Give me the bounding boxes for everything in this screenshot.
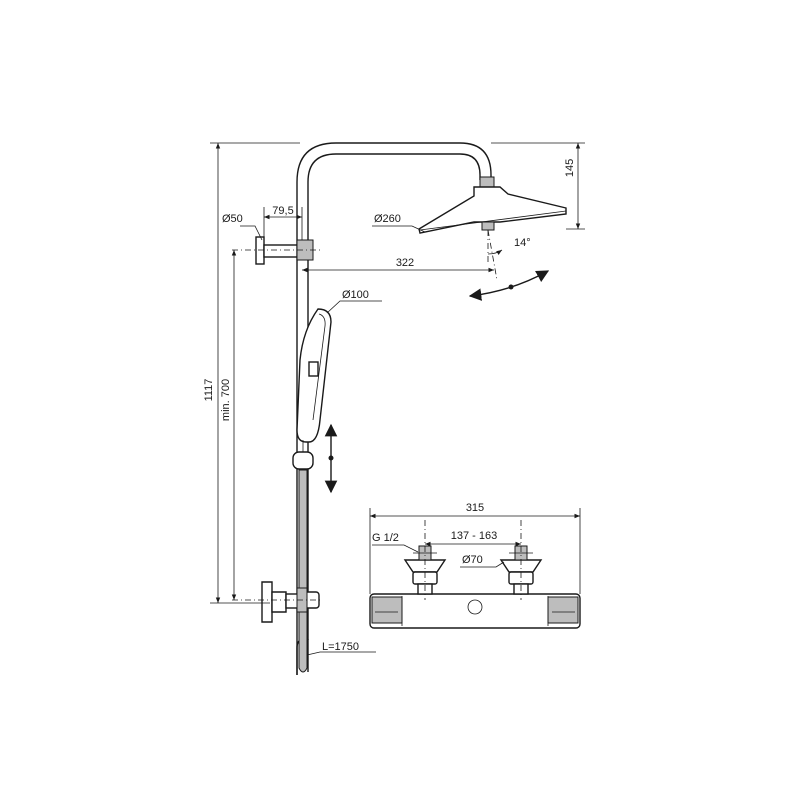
dimension-lines xyxy=(210,142,585,656)
escutcheon-diameter-label: Ø70 xyxy=(462,554,483,566)
connection-thread-label: G 1/2 xyxy=(372,532,399,544)
arm-reach-label: 322 xyxy=(396,257,414,269)
overhead-shower-head xyxy=(418,176,567,281)
centers-label: 137 - 163 xyxy=(451,530,497,542)
hose-length-label: L=1750 xyxy=(322,641,359,653)
slider-movement-arrow xyxy=(324,423,338,494)
wall-bracket-diameter-label: Ø50 xyxy=(222,213,243,225)
bracket-offset-label: 79,5 xyxy=(272,205,293,217)
upper-wall-bracket xyxy=(232,236,320,265)
mixer-width-label: 315 xyxy=(466,502,484,514)
head-drop-label: 145 xyxy=(564,159,576,177)
tilt-angle-label: 14° xyxy=(514,237,531,249)
dimension-labels: 1117 min. 700 145 79,5 Ø50 Ø260 322 14° … xyxy=(203,159,576,653)
lower-wall-bracket xyxy=(232,581,320,623)
shower-hose xyxy=(298,469,308,673)
thermostatic-mixer xyxy=(369,520,581,629)
total-height-label: 1117 xyxy=(203,379,215,402)
head-diameter-label: Ø260 xyxy=(374,213,401,225)
hand-shower xyxy=(292,308,332,470)
min-height-label: min. 700 xyxy=(220,379,232,421)
hand-shower-diameter-label: Ø100 xyxy=(342,289,369,301)
tilt-rotation-arrow xyxy=(468,270,550,301)
